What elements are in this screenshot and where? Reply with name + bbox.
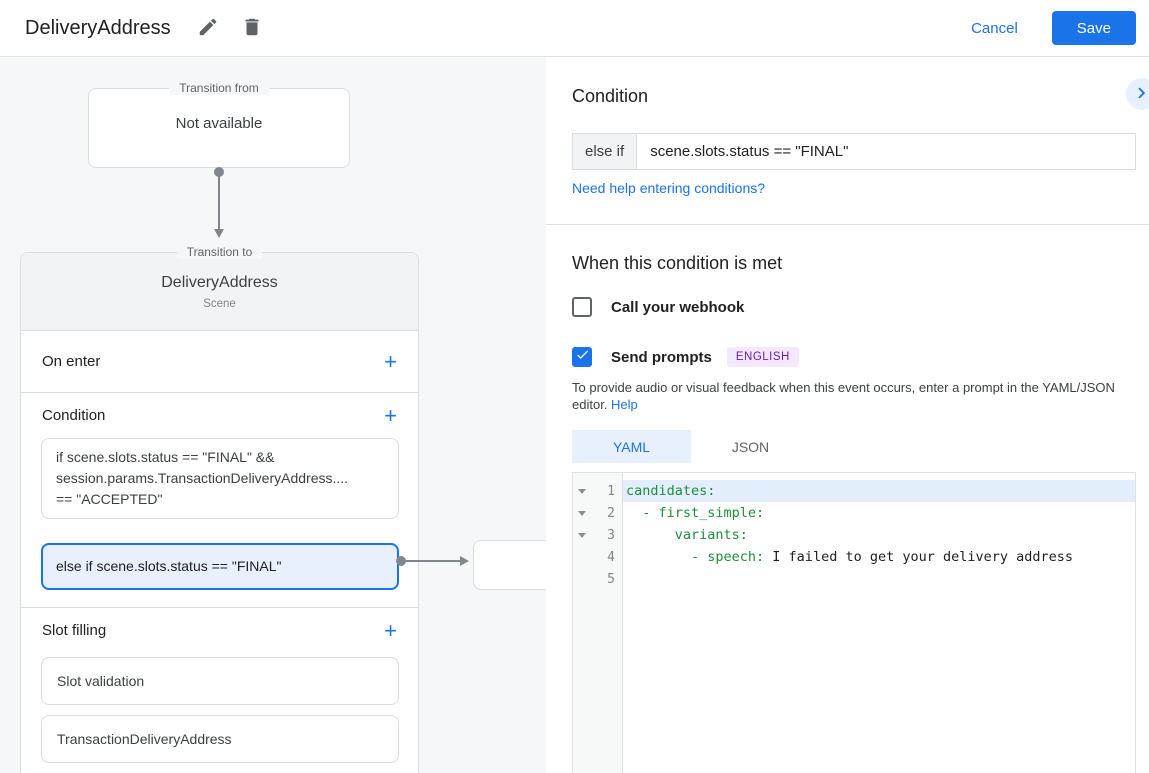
trash-icon xyxy=(241,16,263,41)
condition-item-selected[interactable]: else if scene.slots.status == "FINAL" xyxy=(41,543,399,590)
transition-to-card: Transition to DeliveryAddress Scene On e… xyxy=(20,245,419,773)
top-bar: DeliveryAddress Cancel Save xyxy=(0,0,1149,57)
tab-json[interactable]: JSON xyxy=(691,430,810,463)
condition-expression-input[interactable] xyxy=(637,134,1135,169)
chevron-right-icon xyxy=(1131,82,1149,107)
condition-detail-panel: Condition else if Need help entering con… xyxy=(546,57,1149,773)
yaml-code-editor[interactable]: 1 2 3 4 5 candidates: - first_simple: va… xyxy=(572,472,1136,773)
collapse-panel-button[interactable] xyxy=(1126,78,1149,110)
webhook-checkbox[interactable] xyxy=(572,297,592,317)
code-line: - first_simple: xyxy=(626,505,765,521)
code-line xyxy=(623,568,1135,590)
condition-input-group: else if xyxy=(572,133,1136,170)
section-divider xyxy=(546,224,1149,225)
code-line: variants: xyxy=(626,527,748,543)
scene-card-header: DeliveryAddress Scene xyxy=(21,253,418,331)
on-enter-title: On enter xyxy=(42,353,101,370)
condition-section-title: Condition xyxy=(42,407,106,424)
line-number: 5 xyxy=(607,571,615,587)
send-prompts-label: Send prompts xyxy=(611,348,712,366)
send-prompts-option-row: Send prompts ENGLISH xyxy=(572,347,799,367)
fold-icon[interactable] xyxy=(578,488,586,494)
slot-item[interactable]: Slot validation xyxy=(41,657,399,705)
add-on-enter-button[interactable]: + xyxy=(384,348,397,374)
scene-type: Scene xyxy=(203,298,236,310)
line-number: 4 xyxy=(607,549,615,565)
transition-target-box xyxy=(473,540,546,590)
condition-operator-label: else if xyxy=(573,134,638,169)
connector-line-horizontal xyxy=(405,560,461,562)
code-line: candidates: xyxy=(623,480,1135,502)
line-number: 2 xyxy=(607,505,615,521)
when-met-heading: When this condition is met xyxy=(572,253,783,273)
editor-code-area[interactable]: candidates: - first_simple: variants: - … xyxy=(623,473,1135,773)
edit-button[interactable] xyxy=(193,12,223,45)
transition-from-box: Transition from Not available xyxy=(88,81,350,168)
line-number: 3 xyxy=(607,527,615,543)
send-prompts-checkbox[interactable] xyxy=(572,347,592,367)
webhook-label: Call your webhook xyxy=(611,298,745,316)
transition-from-label: Transition from xyxy=(169,81,269,95)
fold-icon[interactable] xyxy=(578,532,586,538)
pencil-icon xyxy=(197,16,219,41)
condition-section: Condition + if scene.slots.status == "FI… xyxy=(21,393,418,608)
add-slot-button[interactable]: + xyxy=(384,617,397,643)
slot-item[interactable]: TransactionDeliveryAddress xyxy=(41,715,399,763)
save-button[interactable]: Save xyxy=(1051,11,1136,45)
language-badge: ENGLISH xyxy=(726,347,799,367)
editor-gutter: 1 2 3 4 5 xyxy=(573,473,623,773)
condition-heading: Condition xyxy=(572,86,649,106)
prompt-description: To provide audio or visual feedback when… xyxy=(572,380,1115,412)
fold-icon[interactable] xyxy=(578,510,586,516)
line-number: 1 xyxy=(607,483,615,499)
cancel-button[interactable]: Cancel xyxy=(971,19,1018,37)
arrow-down-icon xyxy=(214,229,224,238)
slot-filling-section: Slot filling + Slot validation Transacti… xyxy=(21,608,418,763)
arrow-right-icon xyxy=(460,556,469,566)
code-line: - speech: I failed to get your delivery … xyxy=(626,549,1074,565)
add-condition-button[interactable]: + xyxy=(384,402,397,428)
slot-filling-title: Slot filling xyxy=(42,622,107,639)
check-icon xyxy=(575,347,590,367)
connector-dot xyxy=(214,167,224,177)
connector-line-vertical xyxy=(218,175,220,230)
scene-name: DeliveryAddress xyxy=(161,274,278,291)
transition-from-content: Not available xyxy=(175,115,263,132)
page-title: DeliveryAddress xyxy=(25,16,171,39)
main-area: Transition from Not available Transition… xyxy=(0,57,1149,773)
on-enter-section: On enter + xyxy=(21,331,418,393)
help-link[interactable]: Help xyxy=(611,397,638,412)
tab-yaml[interactable]: YAML xyxy=(572,430,691,463)
webhook-option-row: Call your webhook xyxy=(572,297,744,317)
condition-item[interactable]: if scene.slots.status == "FINAL" && sess… xyxy=(41,438,399,519)
editor-tabs: YAML JSON xyxy=(572,430,810,463)
flow-diagram-panel: Transition from Not available Transition… xyxy=(0,57,546,773)
transition-to-label: Transition to xyxy=(176,245,263,259)
connector-dot xyxy=(396,556,406,566)
conditions-help-link[interactable]: Need help entering conditions? xyxy=(572,180,766,196)
delete-button[interactable] xyxy=(237,12,267,45)
